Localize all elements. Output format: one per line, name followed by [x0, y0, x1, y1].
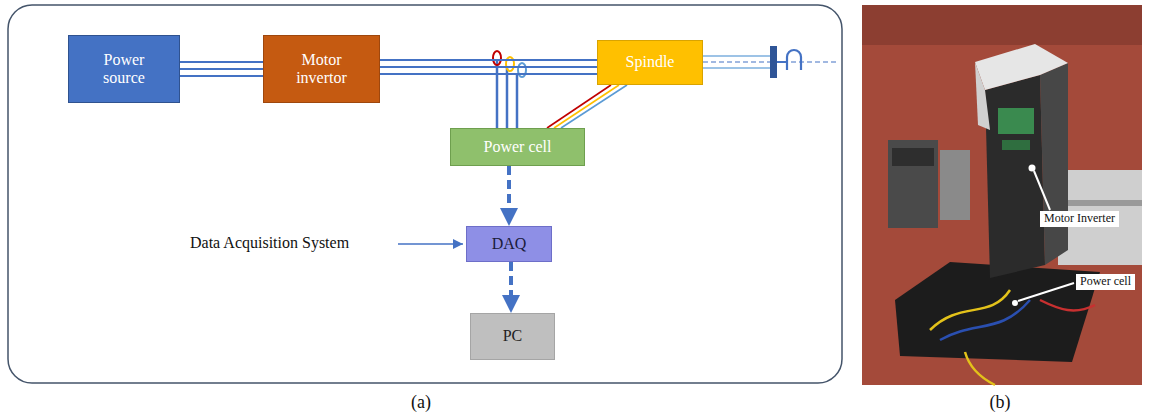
- connector-line: [561, 85, 627, 128]
- input-arrow: [398, 243, 463, 245]
- photo-rail: [1062, 200, 1142, 206]
- power-bus: [180, 62, 263, 76]
- spindle-shaft: [703, 67, 770, 69]
- panel-label: (a): [411, 392, 431, 413]
- callout-label: Power cell: [1076, 274, 1135, 290]
- connector-line: [547, 85, 611, 128]
- power-bus: [380, 60, 597, 74]
- connector-line: [509, 262, 513, 303]
- photo-wire: [940, 300, 1030, 340]
- source-box: Power source: [68, 35, 180, 103]
- leader-line: [1034, 171, 1050, 210]
- photo-inverter-top: [975, 44, 1068, 90]
- sense-lead: [496, 60, 499, 128]
- photo-wire: [930, 290, 1010, 330]
- photo-board: [895, 262, 1100, 362]
- connector-line: [380, 73, 597, 75]
- data-arrow: [511, 262, 512, 303]
- node-text: Spindle: [626, 53, 675, 71]
- node-text: Motor invertor: [284, 51, 360, 88]
- connector-line: [380, 59, 597, 61]
- leader-line: [1018, 283, 1074, 301]
- spindle-box: Spindle: [597, 40, 703, 85]
- cutting-tool: [787, 50, 801, 70]
- photo-wire: [1040, 300, 1095, 310]
- node-text: Power cell: [484, 138, 552, 156]
- connector-line: [380, 66, 597, 68]
- input-label: Data Acquisition System: [190, 234, 349, 252]
- connector-line: [507, 166, 511, 216]
- photo-background: [862, 5, 1142, 385]
- pc-box: PC: [470, 313, 555, 360]
- shaft-flange: [770, 46, 777, 78]
- photo-inverter-side: [1040, 63, 1068, 265]
- shaft-centerline: [703, 61, 836, 62]
- sense-lead: [506, 67, 509, 128]
- photo-dot: [1029, 165, 1036, 172]
- photo-display: [998, 108, 1034, 134]
- connector-line: [554, 85, 619, 128]
- daq-box: DAQ: [466, 226, 552, 262]
- callout-label: Motor Inverter: [1040, 211, 1119, 227]
- panel-label: (b): [990, 392, 1011, 413]
- sense-lead: [516, 74, 519, 128]
- photo-transformer: [888, 140, 938, 228]
- voltage-wires: [547, 85, 627, 128]
- photo-wall: [862, 5, 1142, 45]
- node-text: Power source: [89, 51, 159, 88]
- node-text: PC: [503, 327, 523, 345]
- sensor-box: Power cell: [450, 128, 585, 166]
- photo-keypad: [1002, 140, 1030, 150]
- photo-terminal: [940, 150, 970, 220]
- photo-dot: [1012, 300, 1018, 306]
- node-text: DAQ: [492, 235, 527, 253]
- photo-inverter-top: [975, 62, 990, 130]
- current-clamp: [493, 51, 501, 65]
- spindle-shaft: [703, 55, 770, 57]
- inverter-box: Motor invertor: [263, 35, 380, 103]
- panel-frame: [8, 5, 842, 383]
- photo-transformer: [892, 148, 934, 166]
- photo: [862, 5, 1142, 385]
- connector-line: [180, 75, 263, 77]
- connector-line: [180, 61, 263, 63]
- connector-line: [180, 68, 263, 70]
- photo-wire: [965, 352, 995, 385]
- data-arrow: [509, 166, 510, 216]
- tool-holder: [777, 61, 786, 63]
